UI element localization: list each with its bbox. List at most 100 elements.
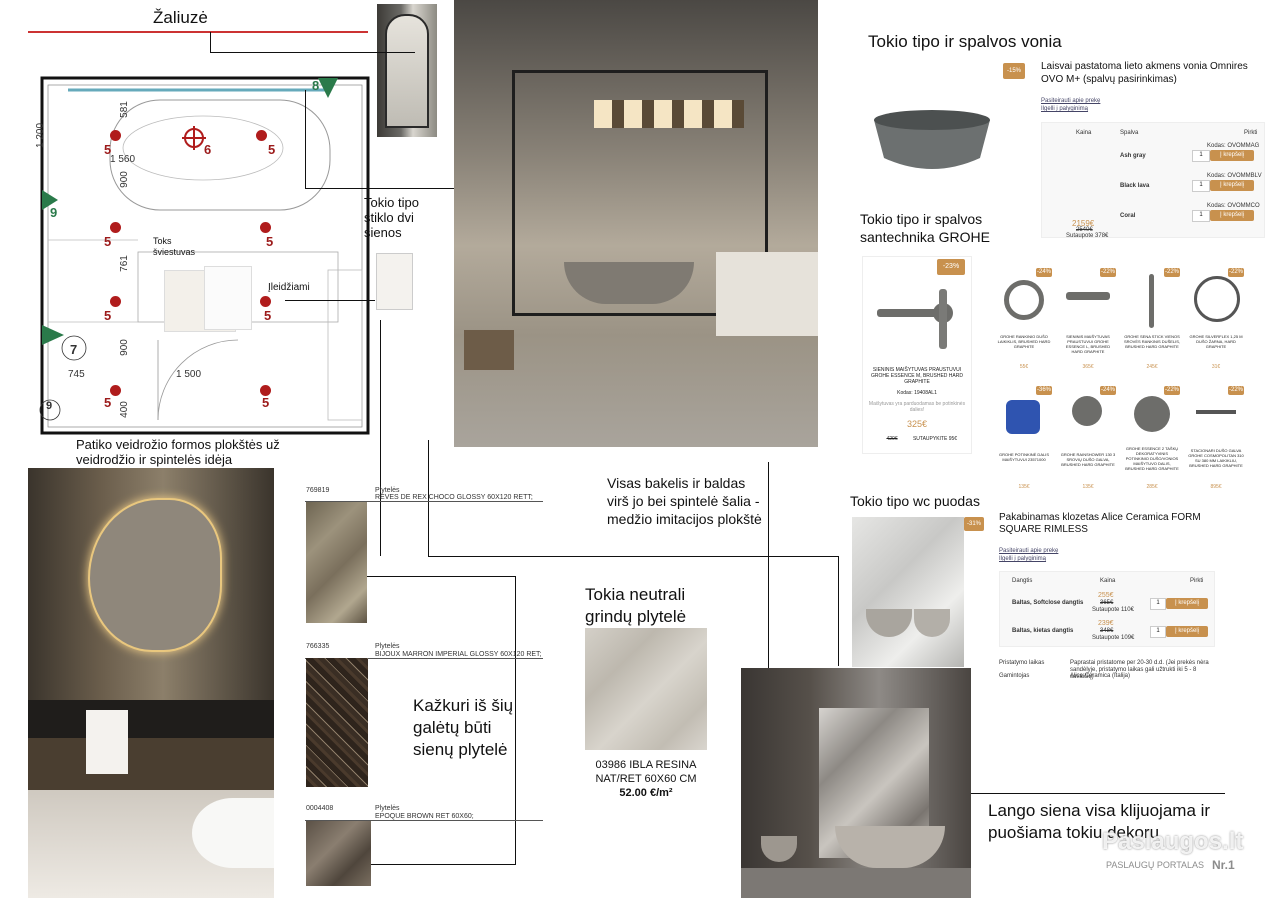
tile-swatch-epoque [306, 821, 371, 886]
watermark-nr: Nr.1 [1212, 858, 1235, 872]
grohe-main-code: Kodas: 19408AL1 [897, 390, 937, 396]
grohe-item-image [1066, 292, 1110, 300]
vonia-row-code: Kodas: OVOMMBLV [1207, 173, 1262, 179]
grohe-item-discount: -22% [1228, 268, 1244, 277]
wc-shop-table: Dangtis Kaina Pirkti Baltas, Softclose d… [999, 571, 1215, 647]
bathroom-photo-main [454, 0, 818, 447]
grohe-item-card: -24% GROHE RAINSHOWER 130 3 SROVIŲ DUŠO … [1058, 382, 1118, 494]
dim-581: 581 [118, 101, 130, 118]
tile-type-3: Plytelės [375, 805, 400, 812]
vonia-qty[interactable]: 1 [1192, 150, 1210, 162]
plan-mark-5: 5 [264, 308, 272, 323]
plan-light-marker [110, 130, 121, 141]
grohe-main-price: 325€ [906, 419, 928, 429]
vonia-add-to-cart[interactable]: Į krepšelį [1210, 210, 1254, 221]
vonia-row-code: Kodas: OVOMMCO [1207, 203, 1260, 209]
wc-row-old: 348€ [1100, 628, 1114, 634]
grohe-item-name: GROHE SENA STICK VIENOS SROVĖS RANKINIS … [1124, 334, 1181, 349]
vonia-qty[interactable]: 1 [1192, 210, 1210, 222]
vonia-title: Tokio tipo ir spalvos vonia [868, 32, 1062, 51]
floor-plan: 8 9 6 5 5 5 5 5 5 5 5 7 9 1 200 1 560 58… [28, 30, 378, 440]
vonia-ask-link[interactable]: Pasiteirauti apie prekę [1041, 98, 1101, 104]
plan-mark-9b: 9 [46, 400, 53, 412]
grohe-item-price: 55€ [1019, 364, 1029, 370]
mirror-bathroom-photo [28, 468, 274, 898]
label-zaliuze: Žaliuzė [153, 8, 208, 27]
dim-745: 745 [68, 369, 85, 380]
grohe-main-old-price: 420€ [886, 436, 898, 442]
wc-qty[interactable]: 1 [1150, 626, 1166, 638]
watermark: Paslaugos.lt PASLAUGŲ PORTALAS Nr.1 [1102, 828, 1243, 878]
dim-1200: 1 200 [35, 122, 47, 149]
grohe-item-name: GROHE SILVERFLEX 1,25 M DUŠO ŽARNA, HARD… [1189, 334, 1243, 349]
label-sviestuvas: Toks šviestuvas [153, 236, 196, 257]
vonia-product-name: Laisvai pastatoma lieto akmens vonia Omn… [1041, 61, 1248, 85]
tile-name-2: BIJOUX MARRON IMPERIAL GLOSSY 60X120 RET… [375, 651, 542, 658]
tile-type-2: Plytelės [375, 643, 400, 650]
col-buy: Pirkti [1244, 130, 1258, 136]
plan-mark-5: 5 [104, 142, 112, 157]
grohe-item-price: 31€ [1211, 364, 1221, 370]
grohe-item-price: 135€ [1082, 484, 1094, 490]
floor-plan-drawing [28, 31, 370, 435]
tile-name-1: REVES DE REX CHOCO GLOSSY 60X120 RETT; [375, 494, 533, 501]
grohe-item-image [1004, 280, 1044, 320]
vonia-qty[interactable]: 1 [1192, 180, 1210, 192]
vonia-price: 2159€ [1072, 219, 1095, 228]
tile-separator [305, 658, 543, 659]
floor-tile-swatch [585, 628, 707, 750]
vonia-bath-image [870, 100, 994, 190]
connector-line [210, 32, 211, 52]
tile-code-1: 769819 [306, 487, 330, 494]
grohe-item-discount: -24% [1036, 268, 1052, 277]
wc-ask-link[interactable]: Pasiteirauti apie prekę [999, 548, 1059, 554]
label-ileidziami: Įleidžiami [268, 282, 310, 293]
grohe-item-price: 245€ [1146, 364, 1158, 370]
grohe-item-image [1149, 274, 1154, 328]
floor-tile-price: 52.00 €/m² [619, 787, 673, 799]
col-buy: Pirkti [1190, 578, 1204, 584]
plan-light-marker [256, 130, 267, 141]
vonia-saving: Sutaupote 378€ [1066, 233, 1109, 239]
wc-title: Tokio tipo wc puodas [850, 493, 980, 509]
vonia-add-to-cart[interactable]: Į krepšelį [1210, 180, 1254, 191]
grohe-main-note: Maišytuvas yra parduodamas be potinkinės… [868, 401, 966, 413]
connector-line [860, 793, 1225, 794]
tile-type-1: Plytelės [375, 487, 400, 494]
wc-photo [852, 517, 964, 667]
connector-line [380, 320, 381, 556]
plan-mark-7: 7 [70, 342, 78, 357]
label-stiklo-sienos: Tokio tipo stiklo dvi sienos [364, 195, 419, 240]
tile-swatch-reves [306, 502, 367, 623]
grohe-main-discount: -23% [937, 259, 965, 275]
plan-light-marker [260, 385, 271, 396]
grohe-item-card: -22% STACIONARI DUŠO GALVA GROHE COSMOPO… [1186, 382, 1246, 494]
wc-compare-link[interactable]: Ilgelli į palyginimą [999, 556, 1047, 562]
vonia-add-to-cart[interactable]: Į krepšelį [1210, 150, 1254, 161]
grohe-item-name: GROHE RANKINIO DUŠO LAIKIKLIS, BRUSHED H… [997, 334, 1051, 349]
dim-761: 761 [118, 255, 130, 272]
wc-discount-badge: -31% [964, 517, 984, 531]
wc-add-to-cart[interactable]: Į krepšelį [1166, 598, 1208, 609]
dim-400: 400 [118, 401, 130, 418]
plan-light-marker [260, 296, 271, 307]
label-grindu-plytele: Tokia neutrali grindų plytelė [585, 585, 687, 626]
connector-line [768, 462, 769, 668]
wc-add-to-cart[interactable]: Į krepšelį [1166, 626, 1208, 637]
vonia-compare-link[interactable]: Ilgelli į palyginimą [1041, 106, 1089, 112]
grohe-item-discount: -36% [1036, 386, 1052, 395]
wc-qty[interactable]: 1 [1150, 598, 1166, 610]
connector-line [285, 300, 375, 301]
dim-900: 900 [118, 171, 130, 188]
grohe-item-name: GROHE POTINKINĖ DALIS MAIŠYTUVUI 2357100… [998, 452, 1049, 462]
dark-bathroom-photo [741, 668, 971, 898]
grohe-item-card: -22% GROHE SENA STICK VIENOS SROVĖS RANK… [1122, 262, 1182, 378]
grohe-item-image [1194, 276, 1240, 322]
grohe-main-card: -23% SIENINIS MAIŠYTUVAS PRAUSTUVUI GROH… [862, 256, 972, 454]
wc-maker-label: Gamintojas [999, 673, 1030, 679]
col-price: Kaina [1076, 130, 1092, 136]
plan-mark-5: 5 [104, 308, 112, 323]
tile-swatch-bijoux [306, 658, 368, 787]
label-veidrodis: Patiko veidrožio formos plokštės už veid… [76, 437, 280, 467]
connector-line [305, 90, 306, 188]
